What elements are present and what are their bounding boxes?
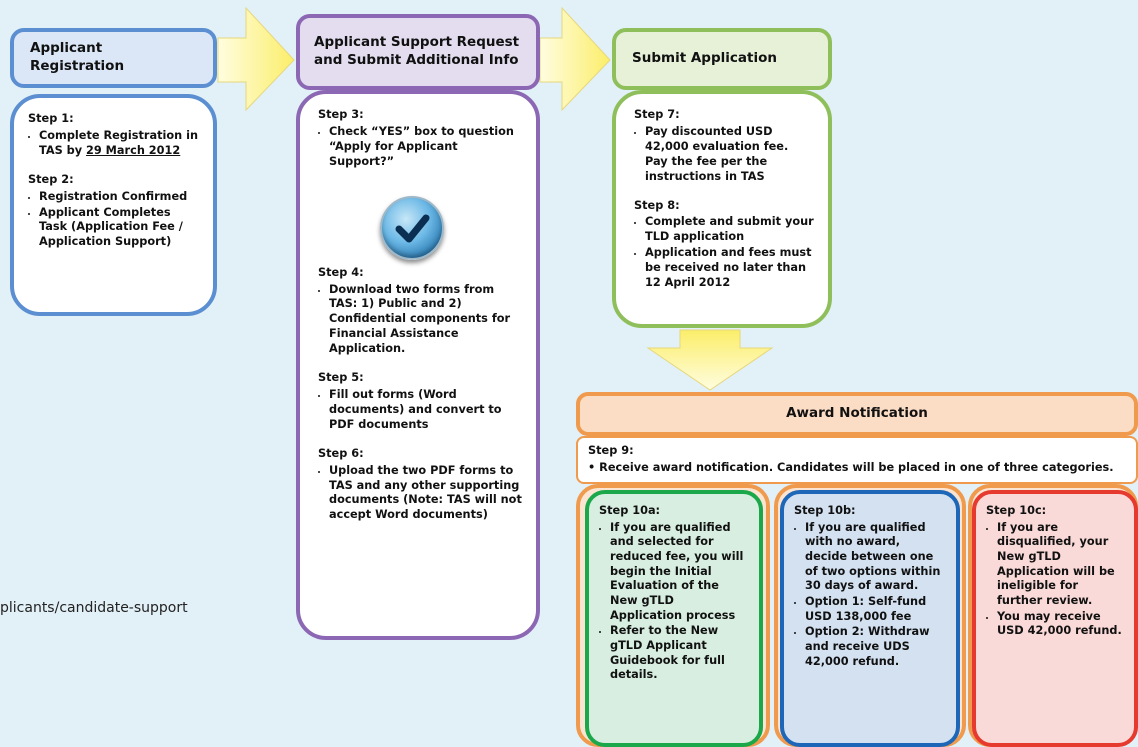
award-notification-header: Award Notification — [576, 392, 1138, 436]
step-5: Step 5: Fill out forms (Word documents) … — [318, 371, 522, 433]
step-8: Step 8: Complete and submit your TLD app… — [634, 199, 814, 291]
step-10a-item: If you are qualified and selected for re… — [610, 521, 749, 624]
applicant-registration-title: Applicant Registration — [30, 40, 125, 74]
step-9: Step 9: • Receive award notification. Ca… — [576, 436, 1138, 484]
step-5-item: Fill out forms (Word documents) and conv… — [329, 388, 522, 433]
step-10b-item: If you are qualified with no award, deci… — [805, 521, 946, 594]
step-1-title: Step 1: — [28, 112, 74, 125]
step-3: Step 3: Check “YES” box to question “App… — [318, 108, 522, 170]
step-9-title: Step 9: — [588, 444, 634, 457]
step-4-item: Download two forms from TAS: 1) Public a… — [329, 283, 522, 358]
step-10c-item: If you are disqualified, your New gTLD A… — [997, 521, 1124, 609]
step-6: Step 6: Upload the two PDF forms to TAS … — [318, 447, 522, 524]
applicant-registration-panel: Step 1: Complete Registration in TAS by … — [10, 94, 217, 316]
step-9-text: • Receive award notification. Candidates… — [588, 460, 1114, 474]
step-10b-item: Option 2: Withdraw and receive UDS 42,00… — [805, 625, 946, 669]
step-8-title: Step 8: — [634, 198, 680, 212]
step-1: Step 1: Complete Registration in TAS by … — [28, 112, 199, 159]
step-2-item: Applicant Completes Task (Application Fe… — [39, 206, 199, 251]
step-10b-title: Step 10b: — [794, 504, 856, 517]
step-10b-card: Step 10b: If you are qualified with no a… — [780, 490, 960, 747]
checkmark-icon — [380, 196, 444, 260]
step-10c-title: Step 10c: — [986, 504, 1047, 517]
right-arrow-icon — [217, 6, 295, 112]
down-arrow-icon — [646, 329, 774, 391]
step-3-item: Check “YES” box to question “Apply for A… — [329, 125, 522, 170]
submit-application-panel: Step 7: Pay discounted USD 42,000 evalua… — [612, 90, 832, 328]
submit-application-header: Submit Application — [612, 28, 832, 90]
step-2: Step 2: Registration Confirmed Applicant… — [28, 173, 199, 251]
step-4: Step 4: Download two forms from TAS: 1) … — [318, 266, 522, 357]
step-4-title: Step 4: — [318, 265, 364, 279]
step-7-title: Step 7: — [634, 108, 680, 121]
step-8-item: Complete and submit your TLD application — [645, 215, 814, 245]
right-arrow-icon — [539, 6, 611, 112]
registration-deadline: 29 March 2012 — [86, 143, 181, 157]
step-8-item: Application and fees must be received no… — [645, 246, 814, 291]
step-3-title: Step 3: — [318, 108, 364, 121]
step-7-item: Pay discounted USD 42,000 evaluation fee… — [645, 125, 814, 185]
step-7: Step 7: Pay discounted USD 42,000 evalua… — [634, 108, 814, 185]
step-10a-title: Step 10a: — [599, 504, 661, 517]
step-1-item: Complete Registration in TAS by 29 March… — [39, 129, 199, 159]
step-10a-card: Step 10a: If you are qualified and selec… — [585, 490, 763, 747]
step-2-title: Step 2: — [28, 172, 74, 186]
support-request-title: Applicant Support Request and Submit Add… — [314, 34, 520, 68]
award-notification-title: Award Notification — [786, 405, 928, 422]
support-request-header: Applicant Support Request and Submit Add… — [296, 14, 540, 90]
step-2-item: Registration Confirmed — [39, 190, 199, 205]
url-fragment: plicants/candidate-support — [0, 600, 188, 616]
step-6-title: Step 6: — [318, 446, 364, 460]
step-6-item: Upload the two PDF forms to TAS and any … — [329, 464, 522, 524]
applicant-registration-header: Applicant Registration — [10, 28, 217, 88]
step-10c-item: You may receive USD 42,000 refund. — [997, 610, 1124, 639]
submit-application-title: Submit Application — [632, 50, 777, 67]
step-10b-item: Option 1: Self-fund USD 138,000 fee — [805, 595, 946, 624]
step-10a-item: Refer to the New gTLD Applicant Guideboo… — [610, 624, 749, 683]
support-request-panel: Step 3: Check “YES” box to question “App… — [296, 90, 540, 640]
step-5-title: Step 5: — [318, 371, 364, 385]
step-10c-card: Step 10c: If you are disqualified, your … — [972, 490, 1138, 747]
